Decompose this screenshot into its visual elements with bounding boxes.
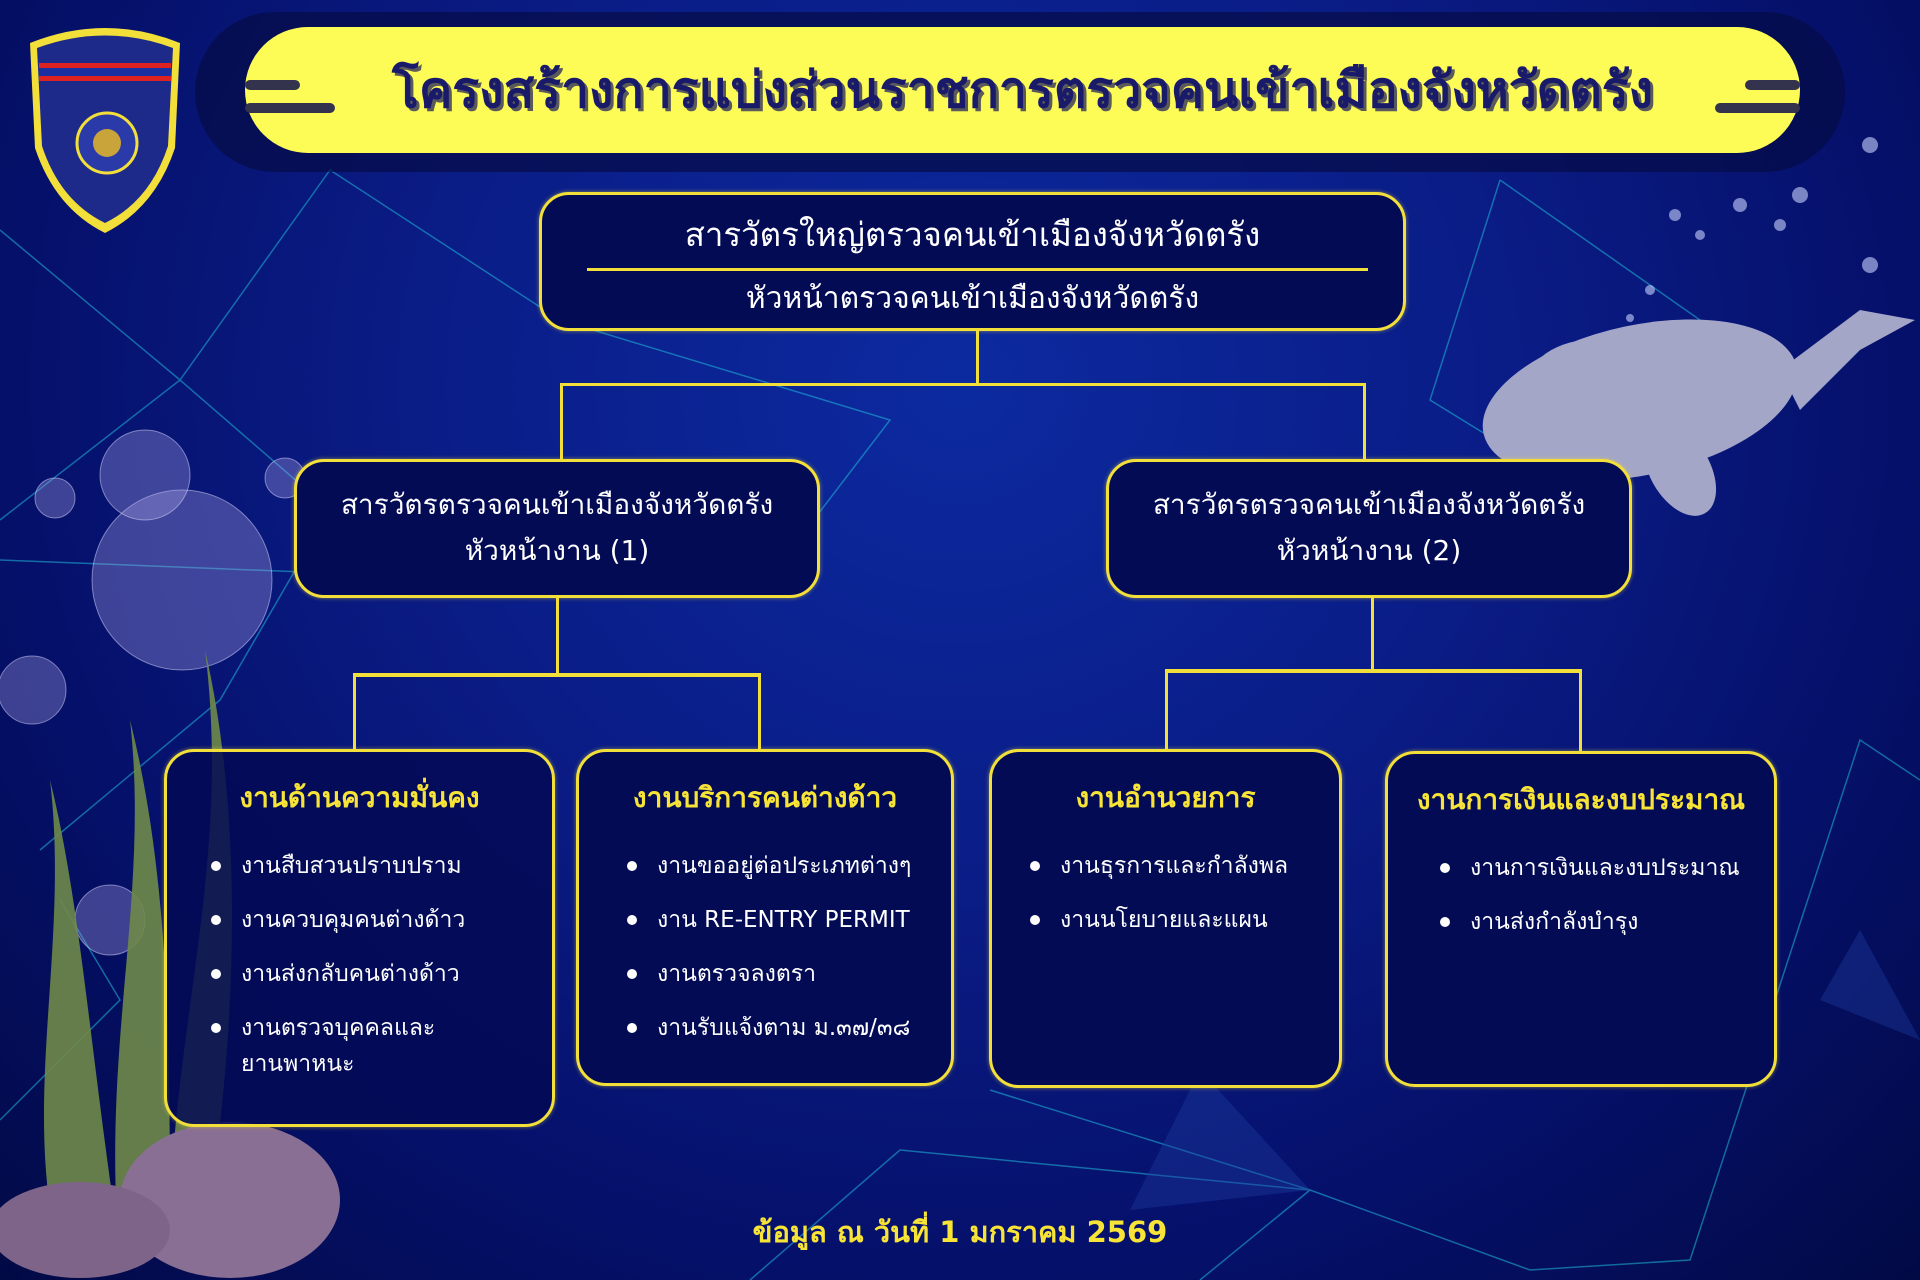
title-banner: โครงสร้างการแบ่งส่วนราชการตรวจคนเข้าเมือ… bbox=[245, 27, 1800, 153]
list-item: งานธุรการและกำลังพล bbox=[1030, 848, 1339, 884]
inspector-box-1: สารวัตรตรวจคนเข้าเมืองจังหวัดตรัง หัวหน้… bbox=[294, 459, 820, 598]
list-item: งานการเงินและงบประมาณ bbox=[1440, 850, 1774, 886]
rock bbox=[0, 1122, 340, 1278]
dugong-illustration bbox=[1482, 310, 1915, 516]
unit-title: งานบริการคนต่างด้าว bbox=[632, 781, 898, 814]
unit-box-security: งานด้านความมั่นคง งานสืบสวนปราบปราม งานค… bbox=[164, 749, 555, 1127]
bullet-icon bbox=[627, 969, 637, 979]
title-dash bbox=[1715, 103, 1800, 113]
connector bbox=[758, 673, 761, 749]
immigration-bureau-logo bbox=[25, 18, 185, 233]
chief-box: สารวัตรใหญ่ตรวจคนเข้าเมืองจังหวัดตรัง หั… bbox=[539, 192, 1406, 331]
list-item: งานสืบสวนปราบปราม bbox=[211, 848, 552, 884]
bullet-icon bbox=[627, 915, 637, 925]
chief-role: หัวหน้าตรวจคนเข้าเมืองจังหวัดตรัง bbox=[745, 281, 1200, 316]
connector bbox=[353, 673, 761, 677]
connector bbox=[353, 673, 356, 749]
inspector-box-2: สารวัตรตรวจคนเข้าเมืองจังหวัดตรัง หัวหน้… bbox=[1106, 459, 1632, 598]
list-item: งานส่งกำลังบำรุง bbox=[1440, 904, 1774, 940]
title-dash bbox=[245, 80, 300, 90]
unit-box-finance: งานการเงินและงบประมาณ งานการเงินและงบประ… bbox=[1385, 751, 1777, 1087]
connector bbox=[1363, 383, 1366, 459]
connector bbox=[1165, 669, 1168, 749]
list-item: งานตรวจบุคคลและยานพาหนะ bbox=[211, 1010, 471, 1082]
connector bbox=[556, 598, 559, 675]
list-item: งานควบคุมคนต่างด้าว bbox=[211, 902, 552, 938]
connector bbox=[1371, 598, 1374, 671]
bullet-icon bbox=[211, 915, 221, 925]
list-item: งานขออยู่ต่อประเภทต่างๆ bbox=[627, 848, 951, 884]
bullet-icon bbox=[1030, 861, 1040, 871]
unit-title: งานอำนวยการ bbox=[1075, 781, 1256, 814]
chief-title: สารวัตรใหญ่ตรวจคนเข้าเมืองจังหวัดตรัง bbox=[684, 215, 1261, 254]
list-item: งานตรวจลงตรา bbox=[627, 956, 951, 992]
bullet-icon bbox=[627, 1023, 637, 1033]
connector bbox=[1165, 669, 1582, 673]
bullet-icon bbox=[1440, 863, 1450, 873]
list-item: งานนโยบายและแผน bbox=[1030, 902, 1339, 938]
list-item: งานรับแจ้งตาม ม.๓๗/๓๘ bbox=[627, 1010, 951, 1046]
bullet-icon bbox=[1030, 915, 1040, 925]
page-title: โครงสร้างการแบ่งส่วนราชการตรวจคนเข้าเมือ… bbox=[392, 60, 1653, 119]
inspector-title: สารวัตรตรวจคนเข้าเมืองจังหวัดตรัง bbox=[340, 488, 774, 521]
connector bbox=[976, 331, 979, 385]
data-date-footer: ข้อมูล ณ วันที่ 1 มกราคม 2569 bbox=[752, 1215, 1168, 1249]
bullet-icon bbox=[211, 969, 221, 979]
unit-box-foreigner-services: งานบริการคนต่างด้าว งานขออยู่ต่อประเภทต่… bbox=[576, 749, 954, 1086]
bullet-icon bbox=[1440, 917, 1450, 927]
divider bbox=[587, 268, 1368, 271]
title-dash bbox=[245, 103, 335, 113]
unit-box-administration: งานอำนวยการ งานธุรการและกำลังพล งานนโยบา… bbox=[989, 749, 1342, 1088]
inspector-title: สารวัตรตรวจคนเข้าเมืองจังหวัดตรัง bbox=[1152, 488, 1586, 521]
title-dash bbox=[1745, 80, 1800, 90]
inspector-role: หัวหน้างาน (1) bbox=[464, 534, 650, 567]
inspector-role: หัวหน้างาน (2) bbox=[1276, 534, 1462, 567]
list-item: งานส่งกลับคนต่างด้าว bbox=[211, 956, 552, 992]
bullet-icon bbox=[211, 1023, 221, 1033]
connector bbox=[1579, 669, 1582, 751]
unit-title: งานด้านความมั่นคง bbox=[239, 781, 480, 814]
bullet-icon bbox=[627, 861, 637, 871]
connector bbox=[561, 383, 1366, 386]
bullet-icon bbox=[211, 861, 221, 871]
unit-title: งานการเงินและงบประมาณ bbox=[1416, 783, 1746, 816]
connector bbox=[560, 383, 563, 459]
list-item: งาน RE-ENTRY PERMIT bbox=[627, 902, 951, 938]
